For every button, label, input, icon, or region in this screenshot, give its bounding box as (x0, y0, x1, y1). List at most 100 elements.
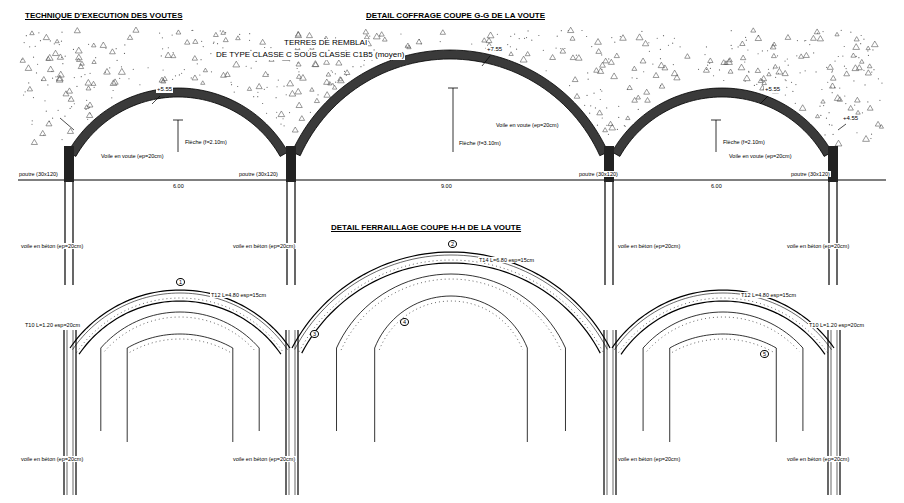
vault-outline (302, 263, 601, 353)
soil-dot (369, 35, 370, 36)
soil-dot (791, 82, 792, 83)
aggregate-mark (603, 128, 608, 132)
soil-dot (440, 41, 441, 42)
soil-dot (775, 77, 776, 78)
aggregate-mark (55, 39, 59, 42)
wall-rebar (295, 330, 296, 495)
soil-dot (756, 84, 757, 85)
soil-dot (832, 92, 833, 93)
soil-dot (731, 45, 732, 46)
vault-outline (621, 301, 825, 354)
rebar-line (295, 255, 608, 349)
aggregate-mark (487, 32, 494, 38)
soil-dot (784, 60, 785, 61)
aggregate-mark (525, 52, 530, 56)
soil-dot (831, 71, 832, 72)
aggregate-mark (221, 31, 226, 35)
soil-dot (29, 46, 30, 47)
soil-dot (617, 129, 618, 130)
aggregate-mark (776, 68, 783, 74)
aggregate-mark (77, 58, 81, 61)
soil-dot (514, 33, 515, 34)
soil-dot (257, 92, 258, 93)
wall-edge (839, 330, 840, 495)
soil-dot (197, 63, 198, 64)
aggregate-mark (63, 91, 69, 96)
vault-outline (79, 301, 281, 354)
rebar-bar (643, 312, 803, 348)
soil-dot (668, 45, 669, 46)
aggregate-mark (738, 64, 745, 70)
shell-note: Voile en voute (ep=20cm) (495, 122, 560, 128)
aggregate-mark (855, 97, 861, 102)
soil-dot (264, 47, 265, 48)
rebar-dots (619, 298, 828, 353)
beam-note: poutre (30x120) (578, 171, 619, 177)
soil-dot (280, 124, 281, 125)
soil-dot (618, 117, 619, 118)
soil-dot (270, 47, 271, 48)
aggregate-mark (57, 54, 63, 59)
soil-dot (641, 31, 642, 32)
aggregate-mark (827, 64, 833, 69)
rebar-dots (379, 301, 522, 350)
aggregate-mark (313, 62, 319, 67)
leader-line (760, 96, 768, 104)
aggregate-mark (223, 37, 228, 41)
soil-dot (754, 85, 755, 86)
aggregate-mark (863, 136, 870, 142)
aggregate-mark (176, 30, 181, 34)
soil-dot (35, 46, 36, 47)
soil-dot (74, 103, 75, 104)
aggregate-mark (611, 73, 618, 79)
aggregate-mark (867, 64, 872, 68)
soil-dot (560, 48, 561, 49)
soil-dot (421, 43, 422, 44)
aggregate-mark (31, 139, 37, 144)
rebar-dots (672, 339, 774, 352)
soil-dot (249, 33, 250, 34)
aggregate-mark (297, 74, 302, 78)
soil-dot (364, 60, 365, 61)
wall-edge (612, 182, 613, 285)
soil-dot (172, 34, 173, 35)
vault-outline (292, 252, 610, 348)
aggregate-mark (86, 86, 91, 90)
soil-dot (317, 94, 318, 95)
leader-line (838, 124, 846, 130)
soil-dot (147, 67, 148, 68)
aggregate-mark (20, 58, 25, 63)
aggregate-mark (685, 54, 690, 59)
rebar-leg (802, 348, 803, 431)
soil-dot (25, 91, 26, 92)
soil-dot (602, 117, 603, 118)
wall-note: voile en béton (ep=20cm) (617, 456, 681, 462)
aggregate-mark (596, 49, 602, 54)
aggregate-mark (645, 97, 651, 102)
soil-dot (625, 126, 626, 127)
aggregate-mark (867, 105, 873, 110)
soil-dot (707, 65, 708, 66)
aggregate-mark (755, 68, 760, 73)
wall-note: voile en béton (ep=20cm) (20, 456, 84, 462)
aggregate-mark (594, 68, 599, 73)
rebar-leg (232, 348, 233, 442)
aggregate-mark (821, 99, 825, 103)
soil-dot (844, 95, 845, 96)
aggregate-mark (40, 130, 46, 135)
soil-dot (86, 100, 87, 101)
soil-dot (757, 53, 758, 54)
soil-dot (379, 35, 380, 36)
elevation: +4.55 (842, 115, 859, 122)
aggregate-mark (185, 40, 190, 45)
soil-dot (779, 67, 780, 68)
soil-dot (516, 49, 517, 50)
aggregate-mark (829, 83, 835, 88)
soil-dot (824, 134, 825, 135)
soil-dot (861, 35, 862, 36)
soil-dot (161, 55, 162, 56)
rebar-leg (527, 348, 528, 442)
aggregate-mark (482, 38, 487, 42)
soil-dot (713, 75, 714, 76)
